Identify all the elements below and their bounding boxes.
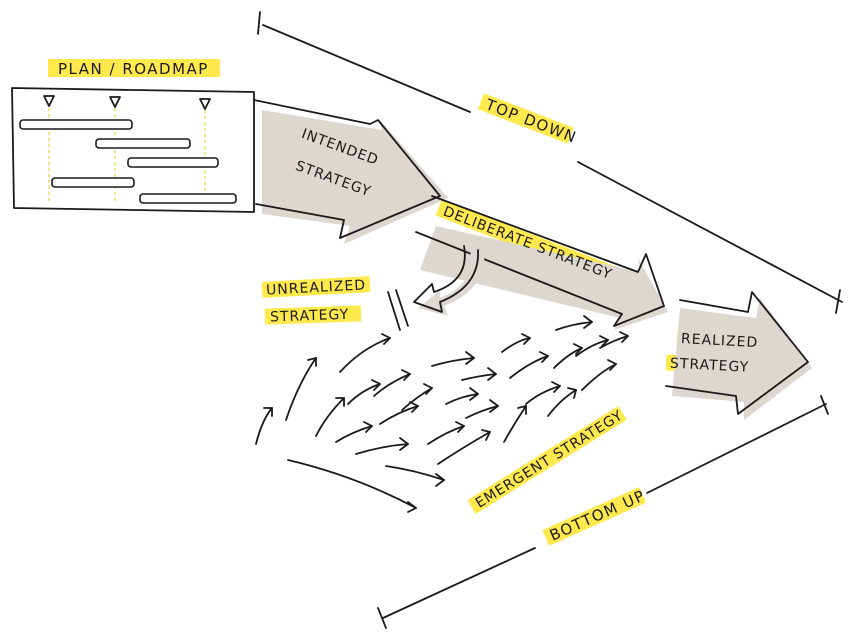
- milestone-triangle-3: [199, 98, 211, 110]
- top-down-label: TOP DOWN: [482, 95, 579, 147]
- intended-arrow-shadow: [262, 110, 448, 244]
- emergent-arrows: [255, 315, 629, 513]
- milestone-triangle-1: [43, 95, 55, 107]
- gantt-bar-4: [51, 177, 135, 188]
- bottom-up-highlight: [542, 487, 647, 546]
- gantt-bar-2: [95, 138, 191, 149]
- plan-roadmap-box: [11, 87, 255, 213]
- unrealized-curve-arrow[interactable]: [413, 245, 479, 313]
- unrealized-highlight: [261, 276, 371, 298]
- emergent-highlight: [467, 406, 627, 514]
- stop-mark-1: [387, 291, 401, 331]
- gantt-bar-3: [127, 157, 219, 168]
- top-down-axis: [257, 11, 843, 314]
- unrealized-label: UNREALIZED: [266, 277, 367, 298]
- deliberate-strategy-arrow[interactable]: [415, 195, 665, 327]
- bottom-up-label: BOTTOM UP: [547, 486, 648, 544]
- gantt-bar-1: [19, 119, 133, 130]
- stop-mark-2: [395, 289, 409, 327]
- emergent-strategy-label: EMERGENT STRATEGY: [473, 408, 626, 512]
- realized-arrow-shadow: [672, 298, 812, 420]
- milestone-triangle-2: [109, 96, 121, 108]
- strategy-2-highlight: [264, 305, 362, 325]
- realized-label: REALIZED: [681, 331, 759, 351]
- realized-strategy-arrow[interactable]: [665, 291, 809, 415]
- realized-strategy-label: STRATEGY: [670, 356, 750, 376]
- bottom-up-axis: [377, 395, 829, 629]
- plan-roadmap-highlight: [48, 59, 220, 77]
- intended-strategy-arrow[interactable]: [253, 99, 441, 239]
- unrealized-curve-shadow: [418, 250, 485, 316]
- unrealized-strategy-label: STRATEGY: [270, 307, 350, 326]
- top-down-highlight: [477, 93, 574, 144]
- gantt-bar-5: [139, 193, 237, 204]
- plan-roadmap-label: PLAN / ROADMAP: [58, 60, 209, 78]
